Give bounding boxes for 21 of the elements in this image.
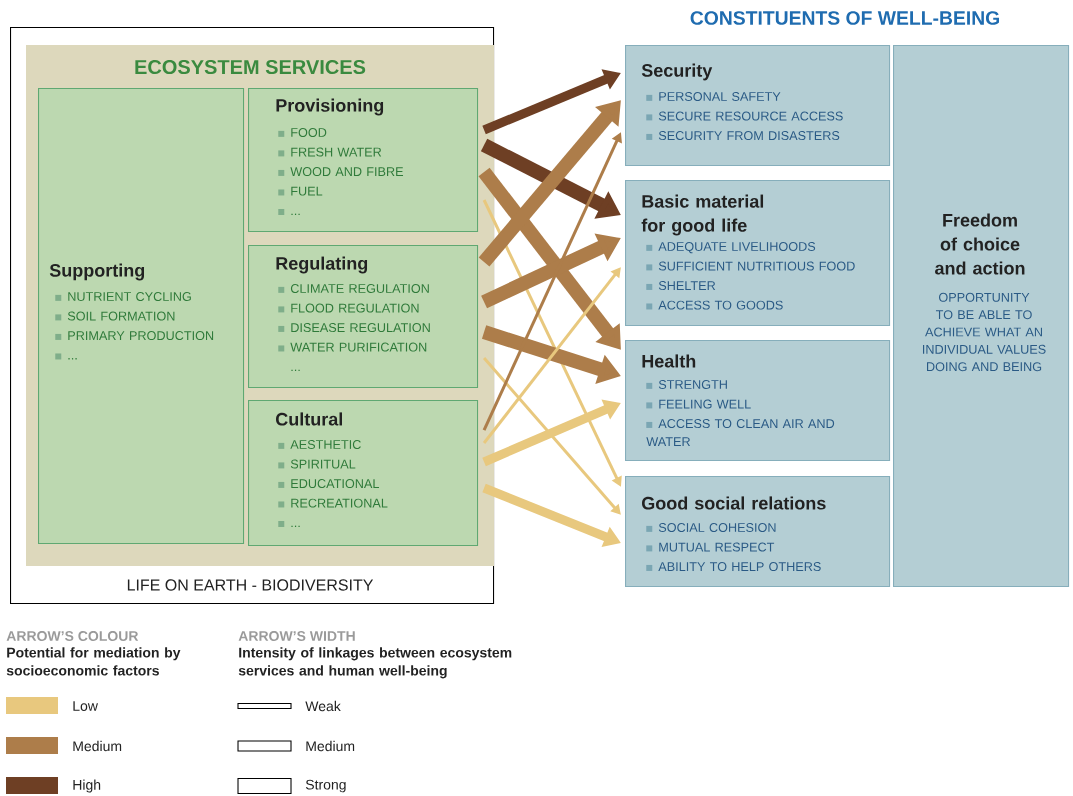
service-box: Supporting NUTRIENT CYCLING SOIL FORMATION PRIMARY PRODUCTION ... <box>38 88 245 545</box>
well-being-box: Health STRENGTH FEELING WELL ACCESS TO CLEAN AIR AND WATER <box>625 340 891 462</box>
service-box: Cultural AESTHETIC SPIRITUAL EDUCATIONAL RECREATIONAL ... <box>248 400 479 547</box>
well-being-box: Good social relations SOCIAL COHESION MUTUAL RESPECT ABILITY TO HELP OTHERS <box>625 476 891 588</box>
legend-label: Medium <box>306 740 355 752</box>
legend-heading: ARROW’S WIDTH <box>238 631 355 641</box>
legend-label: High <box>73 779 101 793</box>
arrow <box>482 267 621 444</box>
legend-heading: ARROW’S COLOUR <box>6 631 139 641</box>
legend-label: Medium <box>73 740 122 752</box>
legend-description: Potential for mediation by socioeconomic factors <box>6 647 181 676</box>
legend-label: Low <box>73 701 98 711</box>
service-box: Regulating CLIMATE REGULATION FLOOD REGULATION DISEASE REGULATION WATER PURIFICATION ... <box>248 245 479 389</box>
service-box: Provisioning FOOD FRESH WATER WOOD AND FIBRE FUEL ... <box>248 88 479 233</box>
legend-label: Weak <box>305 700 341 712</box>
freedom-box: Freedom of choice and action OPPORTUNITY TO BE ABLE TO ACHIEVE WHAT AN INDIVIDUAL VALUES DOING AND BEING <box>893 45 1070 588</box>
well-being-box: Security PERSONAL SAFETY SECURE RESOURCE ACCESS SECURITY FROM DISASTERS <box>625 45 891 167</box>
heading: CONSTITUENTS OF WELL-BEING <box>690 11 999 25</box>
legend-description: Intensity of linkages between ecosystem services and human well-being <box>238 647 512 679</box>
well-being-box: Basic material for good life ADEQUATE LIVELIHOODS SUFFICIENT NUTRITIOUS FOOD SHELTER ACCESS TO GOODS <box>625 180 891 327</box>
legend-label: Strong <box>305 779 346 793</box>
